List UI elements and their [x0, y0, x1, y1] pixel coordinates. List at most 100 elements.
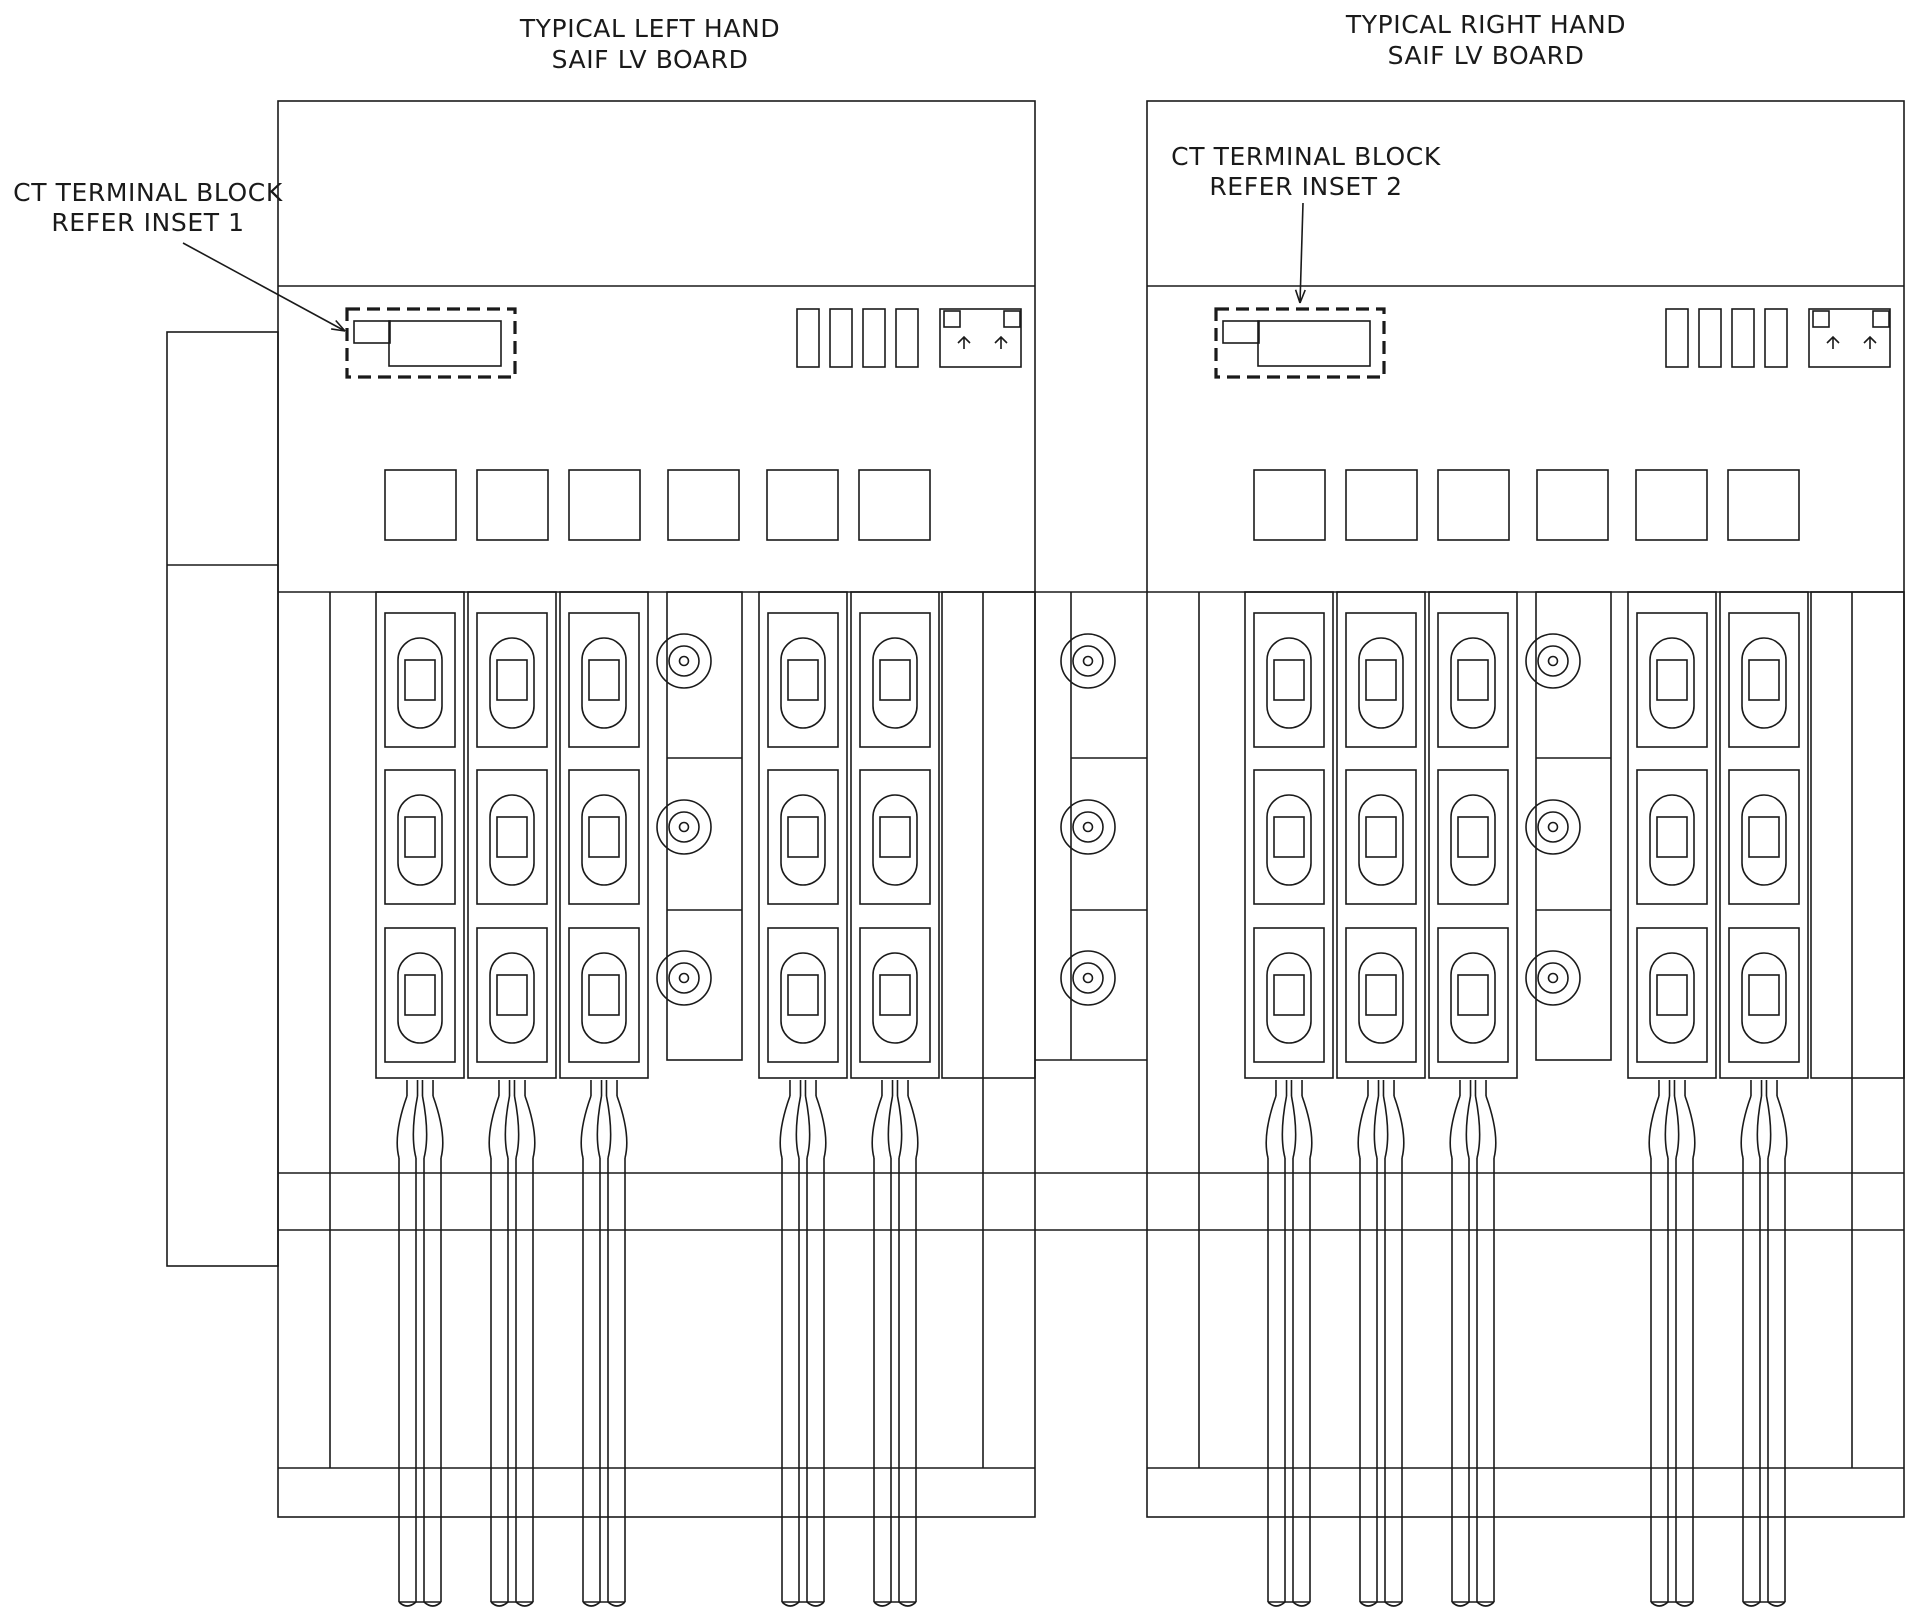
board-outline: [1146, 100, 1905, 1518]
fuse-carrier: [1741, 952, 1787, 1044]
bolt-center: [1547, 655, 1559, 667]
fuse-slot: [1728, 612, 1800, 748]
fuse-slot: [767, 927, 839, 1063]
fuse-carrier: [581, 952, 627, 1044]
fuse-window: [879, 974, 911, 1016]
fuse-slot: [1728, 769, 1800, 905]
fuse-slot: [1253, 927, 1325, 1063]
fuse-window: [787, 816, 819, 858]
fuse-carrier: [489, 794, 535, 886]
right-board-title-line2: SAIF LV BOARD: [1388, 41, 1585, 70]
cable-end: [1292, 1601, 1311, 1607]
fuse-carrier: [1266, 952, 1312, 1044]
fuse-window: [787, 974, 819, 1016]
cable-line: [1776, 1095, 1788, 1159]
bolt-ring: [668, 645, 700, 677]
fuse-slot: [1437, 612, 1509, 748]
fuse-window: [1457, 816, 1489, 858]
fuse-window: [1656, 659, 1688, 701]
ct-terminal-block-outline: [1214, 307, 1386, 379]
cable-line: [513, 1095, 520, 1159]
cable-line: [896, 1095, 903, 1159]
side-frame: [166, 331, 279, 1267]
fuse-slot: [568, 927, 640, 1063]
fuse-window: [496, 974, 528, 1016]
cable-line: [1765, 1095, 1772, 1159]
callout-arrow: [1294, 289, 1306, 304]
cable-end: [490, 1601, 509, 1607]
fuse-slot: [384, 769, 456, 905]
left-callout-line2: REFER INSET 1: [51, 208, 244, 237]
cable-line: [421, 1095, 428, 1159]
bolt-ring: [656, 950, 712, 1006]
left-callout-line1: CT TERMINAL BLOCK: [13, 178, 283, 207]
socket-pin: [943, 310, 961, 328]
cable-line: [779, 1095, 791, 1159]
fuse-slot: [859, 769, 931, 905]
meter-strip: [1698, 308, 1722, 368]
cable-line: [432, 1095, 444, 1159]
socket-box: [1808, 308, 1891, 368]
socket-arrow: [1863, 335, 1877, 349]
terminal-bolt: [1525, 633, 1581, 689]
cable-end: [423, 1601, 442, 1607]
fuse-carrier: [1450, 794, 1496, 886]
fuse-column: [375, 591, 465, 1079]
callout-leader: [1299, 202, 1304, 304]
fuse-carrier: [872, 637, 918, 729]
cable-line: [605, 1095, 612, 1159]
bolt-ring: [1525, 799, 1581, 855]
bolt-center: [678, 821, 690, 833]
cable-line: [1740, 1095, 1752, 1159]
cable-line: [504, 1095, 511, 1159]
fuse-carrier: [1741, 637, 1787, 729]
cable-bundle: [1449, 1080, 1497, 1607]
fuse-carrier: [1649, 637, 1695, 729]
bolt-ring: [1537, 962, 1569, 994]
fuse-carrier: [872, 794, 918, 886]
fuse-window: [496, 659, 528, 701]
switch-square: [1727, 469, 1800, 541]
cable-bundle: [1648, 1080, 1696, 1607]
left-board-title-line1: TYPICAL LEFT HAND: [519, 14, 780, 43]
fuse-slot: [1437, 769, 1509, 905]
cable-line: [412, 1095, 419, 1159]
fuse-window: [404, 659, 436, 701]
cable-line: [524, 1095, 536, 1159]
fuse-slot: [1345, 612, 1417, 748]
left-board-title-line2: SAIF LV BOARD: [552, 45, 749, 74]
fuse-slot: [1437, 927, 1509, 1063]
fuse-column: [1244, 591, 1334, 1079]
fuse-window: [1656, 974, 1688, 1016]
fuse-carrier: [1741, 794, 1787, 886]
cable-line: [1290, 1095, 1297, 1159]
bolt-ring: [1525, 950, 1581, 1006]
fuse-slot: [476, 927, 548, 1063]
cable-line: [907, 1095, 919, 1159]
switch-square: [476, 469, 549, 541]
cable-line: [1684, 1095, 1696, 1159]
fuse-window: [588, 974, 620, 1016]
fuse-carrier: [872, 952, 918, 1044]
bolt-ring: [1537, 811, 1569, 843]
fuse-slot: [476, 769, 548, 905]
bolt-ring: [1525, 633, 1581, 689]
socket-arrow: [957, 335, 971, 349]
fuse-carrier: [780, 637, 826, 729]
fuse-column: [1627, 591, 1717, 1079]
cable-bundle: [1265, 1080, 1313, 1607]
cable-end: [1384, 1601, 1403, 1607]
cable-line: [580, 1095, 592, 1159]
fuse-window: [496, 816, 528, 858]
socket-pin: [1812, 310, 1830, 328]
cable-end: [1267, 1601, 1286, 1607]
fuse-slot: [1345, 769, 1417, 905]
cable-line: [1485, 1095, 1497, 1159]
bolt-ring: [668, 962, 700, 994]
fuse-carrier: [489, 637, 535, 729]
fuse-carrier: [1266, 794, 1312, 886]
end-panel: [1810, 591, 1905, 1079]
cable-end: [398, 1601, 417, 1607]
fuse-window: [1656, 816, 1688, 858]
fuse-slot: [767, 612, 839, 748]
